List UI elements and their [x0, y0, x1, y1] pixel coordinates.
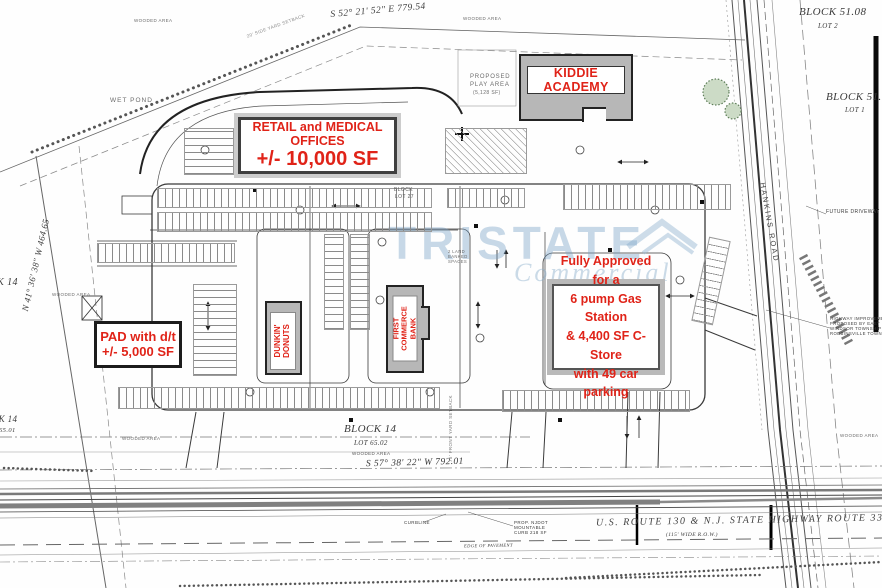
dunkin-label: DUNKIN' DONUTS	[270, 312, 296, 370]
parking-row	[184, 128, 234, 175]
land-banked-note: 2 LAND BANKED SPACES	[448, 249, 468, 264]
hwy-note-line1: HIGHWAY IMPROVEMENT	[830, 316, 882, 321]
parking-row	[97, 243, 235, 263]
curbline-label: CURBLINE	[404, 520, 430, 525]
kiddie-building-notch	[582, 107, 606, 122]
lot-6501-label: LOT 65.01	[0, 427, 16, 434]
parking-row	[157, 188, 432, 208]
bank-line1: FIRST COMMERCE	[391, 306, 409, 351]
block-5108-label: BLOCK 51.08	[799, 6, 867, 18]
retail-line1: RETAIL and MEDICAL OFFICES	[252, 119, 383, 148]
parking-row	[193, 284, 237, 376]
gas-line1: Fully Approved for a	[560, 254, 652, 287]
pad-building-label: PAD with d/t +/- 5,000 SF	[94, 321, 182, 368]
pad-line1: PAD with d/t	[100, 328, 176, 344]
watermark-roof-icon	[626, 218, 698, 255]
bank-line2: BANK	[408, 317, 418, 340]
wooded-area-label: WOODED AREA	[52, 292, 91, 297]
watermark-tagline: Commercial	[514, 258, 672, 287]
block-14-left-label: BLOCK 14	[0, 277, 18, 288]
lot-1-label: LOT 1	[845, 106, 865, 114]
bank-building-bump	[421, 306, 430, 340]
tree-icon	[702, 78, 742, 120]
pad-line2: +/- 5,000 SF	[102, 343, 174, 359]
bank-label: FIRST COMMERCE BANK	[391, 295, 418, 362]
future-driveway-label: FUTURE DRIVEWAY	[826, 209, 880, 215]
front-setback-label: 75' FRONT YARD SETBACK	[448, 395, 453, 462]
lot-6502-label: LOT 65.02	[354, 439, 388, 447]
hwy-note-line2: PROPOSED BY EAST	[830, 320, 881, 326]
block-14-center-label: BLOCK 14	[344, 423, 397, 435]
edge-of-pavement-label: EDGE OF PAVEMENT	[463, 542, 513, 549]
lot-27-label: LOT 27	[395, 194, 414, 200]
banked-line3: SPACES	[448, 258, 468, 264]
parking-row	[563, 184, 731, 210]
gas-line3: & 4,400 SF C-Store	[566, 329, 646, 362]
parking-row	[157, 212, 432, 232]
wooded-area-label: WOODED AREA	[463, 16, 502, 21]
hwy-note-line4: ROBBINSVILLE TOWNSHIP	[830, 330, 882, 336]
wooded-area-label: WOODED AREA	[352, 451, 391, 456]
retail-building-label: RETAIL and MEDICAL OFFICES +/- 10,000 SF	[238, 117, 397, 174]
parking-row	[324, 234, 344, 330]
parking-row	[447, 188, 525, 208]
wet-pond-label: WET POND	[110, 97, 153, 104]
gas-line2: 6 pump Gas Station	[570, 291, 642, 325]
wooded-area-label: WOODED AREA	[122, 436, 161, 441]
hankins-road-lines	[635, 0, 879, 588]
hatched-walkway	[445, 128, 527, 174]
wooded-area-label: WOODED AREA	[840, 433, 879, 438]
parking-row	[118, 387, 440, 409]
njdot-line3: CURB 218 SF	[514, 530, 547, 536]
retail-line2: +/- 10,000 SF	[256, 148, 379, 171]
parking-row	[350, 234, 370, 330]
njdot-line2: MOUNTABLE	[514, 525, 546, 531]
kiddie-academy-text: KIDDIE ACADEMY	[543, 65, 609, 94]
highway-improvement-note: HIGHWAY IMPROVEMENT PROPOSED BY EAST WIN…	[830, 316, 882, 337]
njdot-curb-note: PROP. NJDOT MOUNTABLE CURB 218 SF	[514, 520, 548, 536]
block-51-label: BLOCK 51.	[826, 91, 882, 103]
lot-2-label: LOT 2	[818, 22, 838, 30]
hwy-note-line3: WINDSOR TOWNSHIP &	[830, 325, 882, 331]
banked-line2: BANKED	[448, 253, 468, 259]
route-row-label: (115' WIDE R.O.W.)	[666, 532, 718, 538]
play-area-line1: PROPOSED	[470, 74, 511, 80]
parking-row	[502, 390, 690, 412]
wooded-area-label: WOODED AREA	[134, 18, 173, 23]
dunkin-line2: DONUTS	[282, 324, 291, 358]
block-14-bottomleft-label: BLOCK 14	[0, 414, 18, 424]
highway-lines	[0, 436, 882, 588]
play-area-line2: PLAY AREA	[470, 82, 510, 88]
leader-lines	[423, 205, 831, 527]
gas-station-label: Fully Approved for a 6 pump Gas Station …	[552, 254, 660, 399]
kiddie-academy-label: KIDDIE ACADEMY	[527, 66, 625, 94]
njdot-line1: PROP. NJDOT	[514, 520, 549, 525]
gas-line4: with 49 car parking	[573, 366, 639, 400]
play-area-sf: (5,128 SF)	[473, 90, 501, 96]
block-center-label: BLOCK	[394, 187, 413, 193]
banked-line1: 2 LAND	[448, 249, 466, 254]
